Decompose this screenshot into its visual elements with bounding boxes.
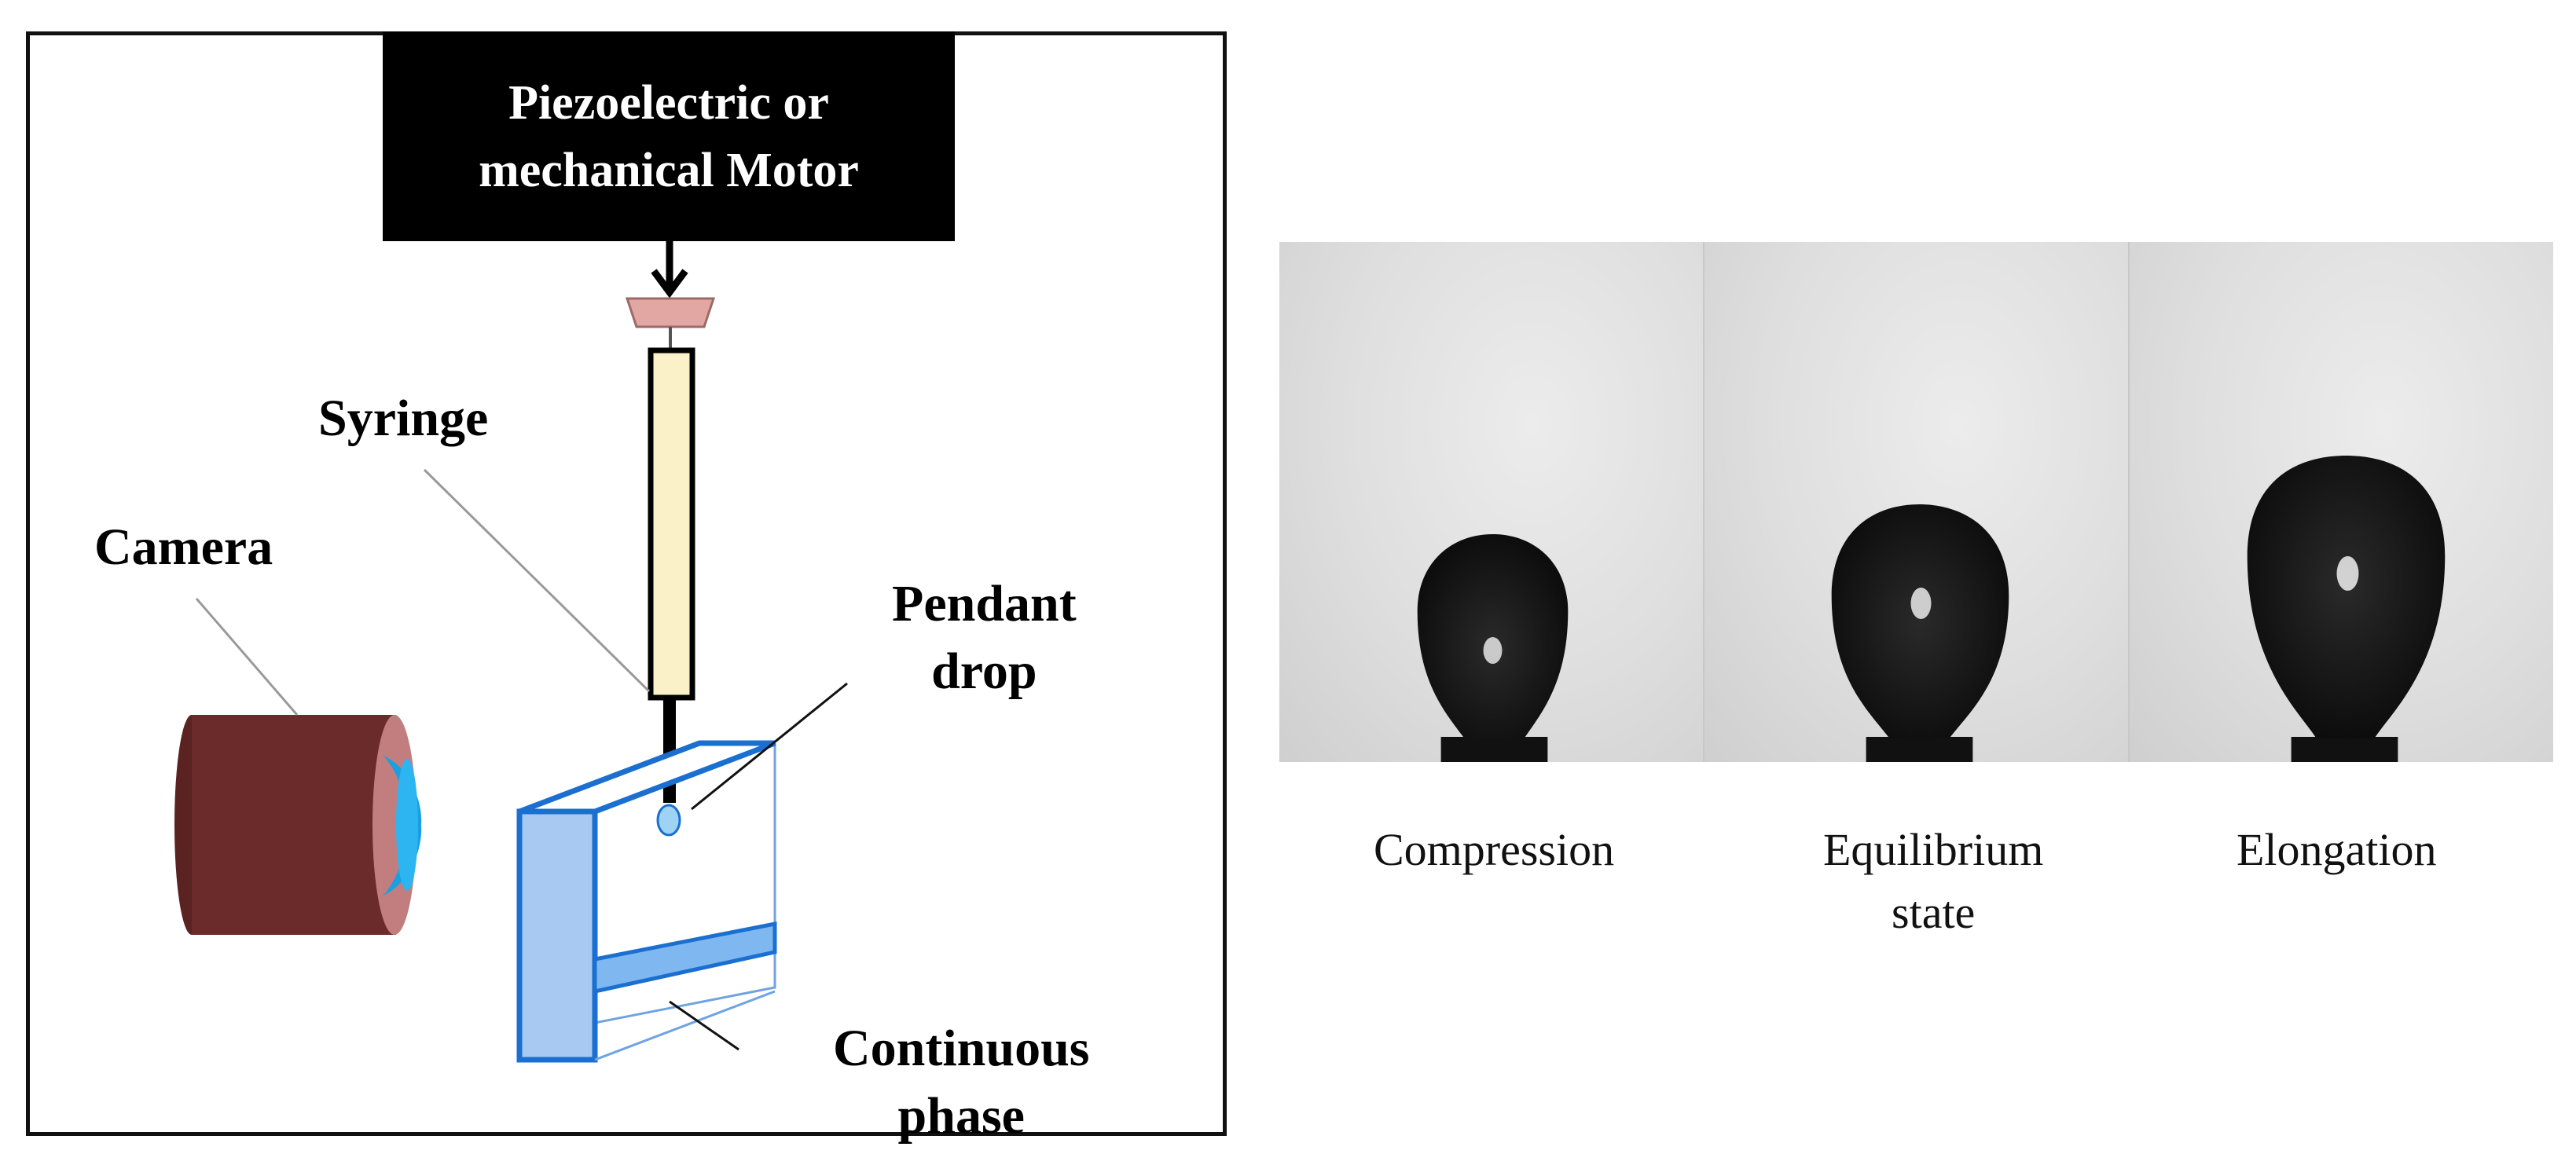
camera-device — [174, 715, 422, 935]
syringe-leader — [423, 468, 651, 693]
caption-equilibrium-line2: state — [1892, 887, 1976, 938]
caption-elongation: Elongation — [2237, 824, 2437, 875]
pendant-drop-label: Pendant drop — [892, 570, 1077, 705]
needle-tip — [1866, 737, 1973, 762]
photo-equilibrium — [1703, 242, 2128, 762]
camera-label: Camera — [94, 518, 273, 576]
plunger-cap — [625, 297, 716, 328]
cuvette — [516, 740, 777, 1063]
needle-tip — [2291, 737, 2398, 762]
camera-leader — [195, 598, 299, 716]
cuvette-front-panel — [516, 808, 598, 1063]
drop-elongation — [2247, 456, 2446, 738]
motor-label-line1: Piezoelectric or — [508, 75, 829, 130]
photo-elongation — [2128, 242, 2553, 762]
syringe-label: Syringe — [318, 390, 489, 447]
pendant-label-line1: Pendant — [892, 575, 1077, 632]
cuvette-top — [518, 740, 776, 815]
drop-photo-strip — [1279, 242, 2553, 762]
photo-compression — [1279, 242, 1703, 762]
camera-body — [192, 715, 396, 935]
cuvette-shelf — [593, 921, 777, 995]
caption-equilibrium: Equilibrium state — [1823, 819, 2043, 944]
continuous-phase-label: Continuous phase — [833, 1015, 1090, 1150]
continuous-label-line2: phase — [897, 1087, 1025, 1145]
continuous-label-line1: Continuous — [833, 1020, 1090, 1077]
caption-compression: Compression — [1374, 824, 1615, 875]
continuous-leader — [669, 1000, 739, 1051]
drop-compression — [1417, 534, 1569, 738]
syringe-barrel — [648, 347, 695, 701]
drop-equilibrium — [1831, 504, 2009, 738]
needle-tip — [1440, 737, 1548, 762]
motor-label-line2: mechanical Motor — [479, 143, 859, 197]
motor-box: Piezoelectric or mechanical Motor — [383, 31, 955, 241]
motor-arrow-head — [651, 269, 688, 299]
pendant-leader — [691, 682, 848, 811]
pendant-drop-shape — [656, 804, 681, 837]
pendant-label-line2: drop — [931, 643, 1037, 700]
caption-equilibrium-line1: Equilibrium — [1823, 824, 2044, 875]
